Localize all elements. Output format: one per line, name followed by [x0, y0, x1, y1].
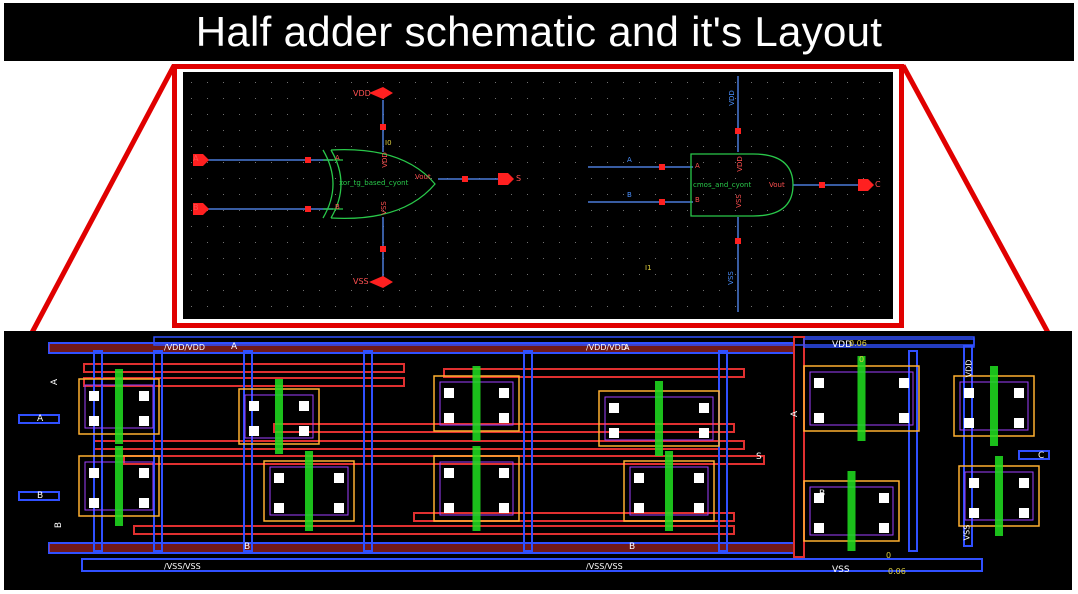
and-gate-pin-a: A	[695, 162, 700, 170]
layout-label-a-right: A	[790, 410, 801, 418]
transistor-cells	[78, 356, 1040, 551]
schematic-drawing	[191, 76, 880, 312]
vdd-net-label-right: /VDD/VDD	[586, 343, 627, 352]
xor-vdd-pin-label: VDD	[353, 89, 371, 98]
xor-gate-pin-vout: Vout	[415, 173, 431, 181]
layout-label-vdd-far: VDD	[964, 359, 974, 378]
xor-s-pin-label: S	[516, 174, 522, 183]
layout-panel: /VDD/VDD A /VDD/VDD A /VSS/VSS /VSS/VSS …	[4, 331, 1072, 590]
layout-drawing	[18, 336, 1050, 572]
and-gate-pin-vdd: VDD	[735, 156, 744, 172]
layout-label-a-side: A	[50, 378, 61, 386]
metal1-routing	[18, 345, 1050, 552]
dim-label-bottom: 0.06	[888, 567, 906, 576]
page-title: Half adder schematic and it's Layout	[195, 8, 883, 55]
layout-label-b-bottom2: B	[629, 542, 636, 552]
schematic-grid	[191, 82, 880, 307]
and-vss-pin-label: VSS	[726, 271, 735, 285]
layout-label-b-left: B	[37, 491, 44, 501]
and-gate-pin-vss: VSS	[734, 194, 743, 208]
xor-vss-pin-label: VSS	[353, 277, 369, 286]
and-vdd-pin-label: VDD	[727, 90, 736, 106]
dim-label-top: 0.06	[849, 339, 867, 348]
layout-label-b-side: B	[54, 521, 65, 529]
and-a-wire-label: A	[627, 156, 632, 164]
xor-gate-group	[193, 87, 514, 288]
callout-line-right	[900, 64, 1051, 335]
layout-label-a-left: A	[37, 414, 44, 424]
schematic-canvas: VDD VSS A B S xor_tg_based_cyont I0 A B …	[183, 72, 893, 319]
layout-label-b-right: B	[819, 489, 826, 499]
xor-gate-pin-vdd: VDD	[380, 152, 389, 168]
xor-gate-pin-a: A	[335, 154, 340, 162]
and-c-pin-label: C	[875, 180, 881, 189]
layout-label-s: S	[756, 452, 762, 462]
layout-label-a-top: A	[231, 342, 238, 352]
vss-net-label-left: /VSS/VSS	[164, 562, 201, 571]
layout-label-c: C	[1038, 451, 1045, 461]
xor-gate-pin-vss: VSS	[379, 201, 388, 215]
and-instance-label: cmos_and_cyont	[693, 181, 752, 189]
zero-label-bottom: 0	[886, 551, 892, 560]
and-gate-group	[588, 76, 874, 312]
and-gate-pin-vout: Vout	[769, 181, 785, 189]
zero-label-top: 0	[859, 355, 865, 364]
vss-net-label-right: /VSS/VSS	[586, 562, 623, 571]
xor-b-pin-label: B	[193, 203, 199, 212]
layout-label-b-bottom: B	[244, 542, 251, 552]
callout-line-left	[28, 64, 177, 337]
and-b-wire-label: B	[627, 191, 632, 199]
xor-instance-id: I0	[385, 139, 392, 147]
layout-label-a-top2: A	[624, 343, 630, 352]
xor-instance-label: xor_tg_based_cyont	[339, 179, 409, 187]
xor-gate-pin-b: B	[335, 203, 340, 211]
and-instance-id: I1	[645, 264, 652, 272]
vdd-net-label-left: /VDD/VDD	[164, 343, 205, 352]
and-gate-pin-b: B	[695, 196, 700, 204]
title-banner: Half adder schematic and it's Layout	[4, 3, 1074, 61]
xor-a-pin-label: A	[193, 154, 199, 163]
layout-label-vss-far: VSS	[962, 524, 972, 541]
layout-label-vdd-right: VDD	[832, 340, 853, 350]
vss-mid-label: VSS	[832, 565, 850, 575]
vss-rail-bottom	[81, 558, 983, 572]
